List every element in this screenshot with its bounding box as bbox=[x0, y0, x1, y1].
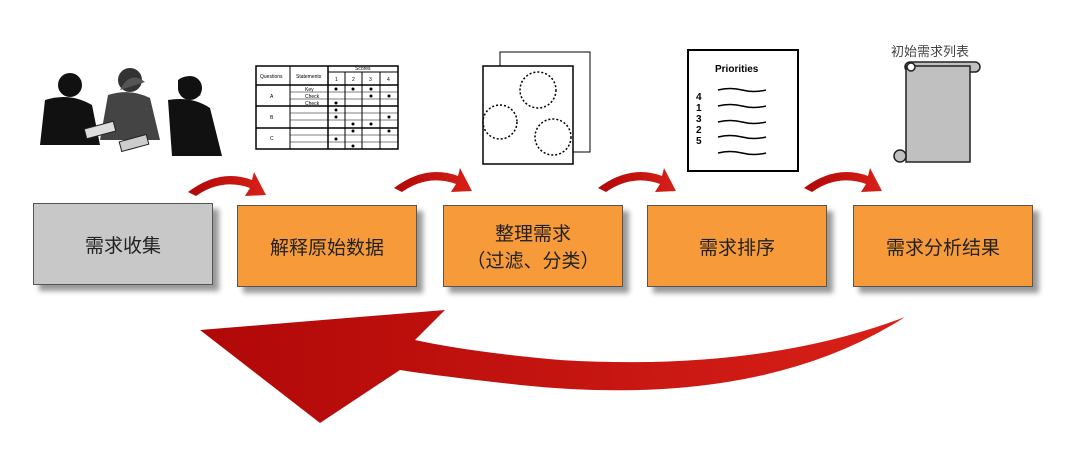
step-label: 解释原始数据 bbox=[269, 236, 384, 259]
priority-number: 3 bbox=[696, 114, 702, 125]
scroll-caption: 初始需求列表 bbox=[891, 45, 970, 60]
step-label: 需求排序 bbox=[698, 236, 775, 259]
feedback-arrow-icon bbox=[200, 310, 905, 423]
step-analysis-result: 需求分析结果 bbox=[853, 205, 1033, 287]
step-organize-requirements: 整理需求 （过滤、分类） bbox=[443, 205, 623, 287]
priorities-title: Priorities bbox=[715, 64, 759, 75]
row-label: A bbox=[270, 94, 274, 100]
statement-label: Key bbox=[305, 87, 314, 93]
row-label: B bbox=[270, 115, 274, 121]
score-label: 2 bbox=[352, 77, 355, 83]
step-sublabel: （过滤、分类） bbox=[466, 250, 600, 272]
score-label: 3 bbox=[369, 77, 372, 83]
score-label: 1 bbox=[335, 77, 338, 83]
step-label: 整理需求 bbox=[494, 223, 571, 245]
people-meeting-illustration bbox=[40, 68, 222, 156]
step-requirements-collection: 需求收集 bbox=[33, 203, 213, 285]
score-label: 4 bbox=[387, 77, 390, 83]
statement-label: Check bbox=[305, 101, 320, 107]
priorities-document-illustration: Priorities 4 1 3 2 5 bbox=[687, 49, 799, 172]
step-arrows bbox=[188, 168, 882, 196]
curved-arrow-icon bbox=[804, 168, 882, 192]
step-interpret-raw-data: 解释原始数据 bbox=[237, 205, 417, 287]
step-label: 需求分析结果 bbox=[885, 236, 1000, 259]
table-header-questions: Questions bbox=[260, 74, 283, 80]
row-label: C bbox=[270, 136, 274, 142]
step-prioritize-requirements: 需求排序 bbox=[647, 205, 827, 287]
table-header-statements: Statements bbox=[296, 74, 322, 80]
curved-arrow-icon bbox=[188, 172, 266, 196]
step-label: 需求收集 bbox=[84, 234, 161, 257]
priority-number: 4 bbox=[696, 92, 702, 103]
statement-label: Check bbox=[305, 94, 320, 100]
table-header-scores: Scores bbox=[355, 66, 371, 72]
scroll-icon bbox=[893, 61, 981, 163]
survey-table-illustration: Questions Statements Scores 1 2 3 4 A B … bbox=[255, 65, 399, 150]
sorted-pages-illustration bbox=[482, 51, 591, 165]
curved-arrow-icon bbox=[598, 168, 676, 192]
priority-number: 1 bbox=[696, 103, 702, 114]
priority-number: 2 bbox=[696, 125, 702, 136]
curved-arrow-icon bbox=[394, 168, 472, 192]
priority-number: 5 bbox=[696, 136, 702, 147]
